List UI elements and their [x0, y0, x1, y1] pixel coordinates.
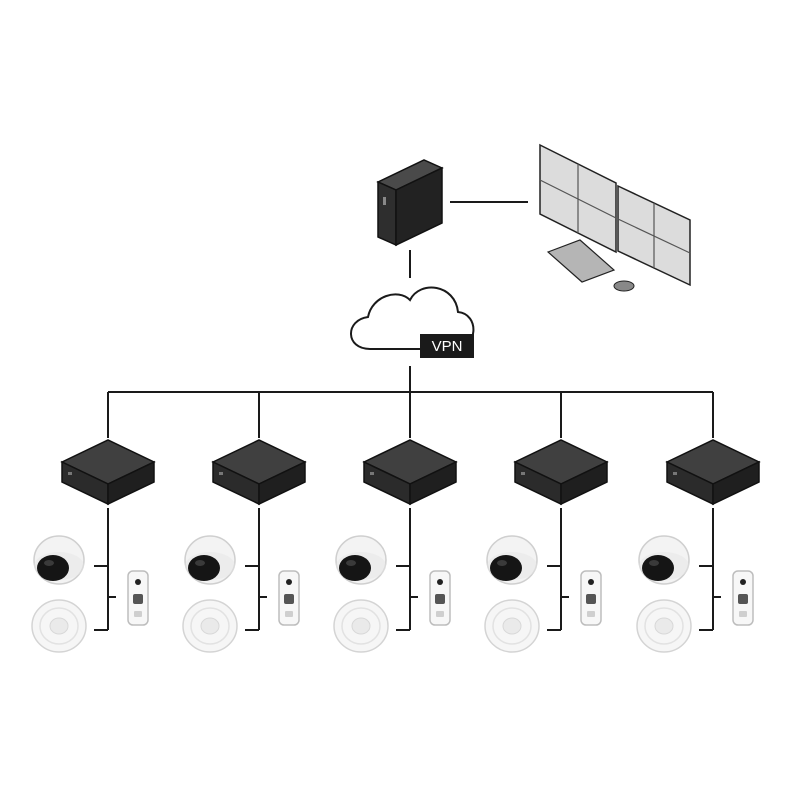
fisheye-camera-icon — [31, 599, 87, 653]
site-3 — [333, 392, 457, 653]
door-station-icon — [429, 570, 451, 626]
site-1 — [31, 392, 155, 653]
recorder-box-icon — [514, 439, 608, 505]
site-branches — [31, 392, 760, 653]
recorder-box-icon — [61, 439, 155, 505]
dome-camera-icon — [33, 535, 85, 585]
recorder-box-icon — [212, 439, 306, 505]
dome-camera-icon — [335, 535, 387, 585]
fisheye-camera-icon — [182, 599, 238, 653]
dome-camera-icon — [486, 535, 538, 585]
site-5 — [636, 392, 760, 653]
door-station-icon — [127, 570, 149, 626]
site-2 — [182, 392, 306, 653]
recorder-box-icon — [666, 439, 760, 505]
door-station-icon — [580, 570, 602, 626]
vpn-badge: VPN — [420, 334, 474, 358]
door-station-icon — [278, 570, 300, 626]
site-4 — [484, 392, 608, 653]
server-tower-icon — [376, 159, 444, 247]
door-station-icon — [732, 570, 754, 626]
fisheye-camera-icon — [636, 599, 692, 653]
fisheye-camera-icon — [333, 599, 389, 653]
dome-camera-icon — [638, 535, 690, 585]
dome-camera-icon — [184, 535, 236, 585]
vpn-label: VPN — [432, 338, 463, 355]
fisheye-camera-icon — [484, 599, 540, 653]
dual-monitor-workstation-icon — [539, 143, 691, 292]
recorder-box-icon — [363, 439, 457, 505]
cloud-icon — [350, 286, 475, 350]
